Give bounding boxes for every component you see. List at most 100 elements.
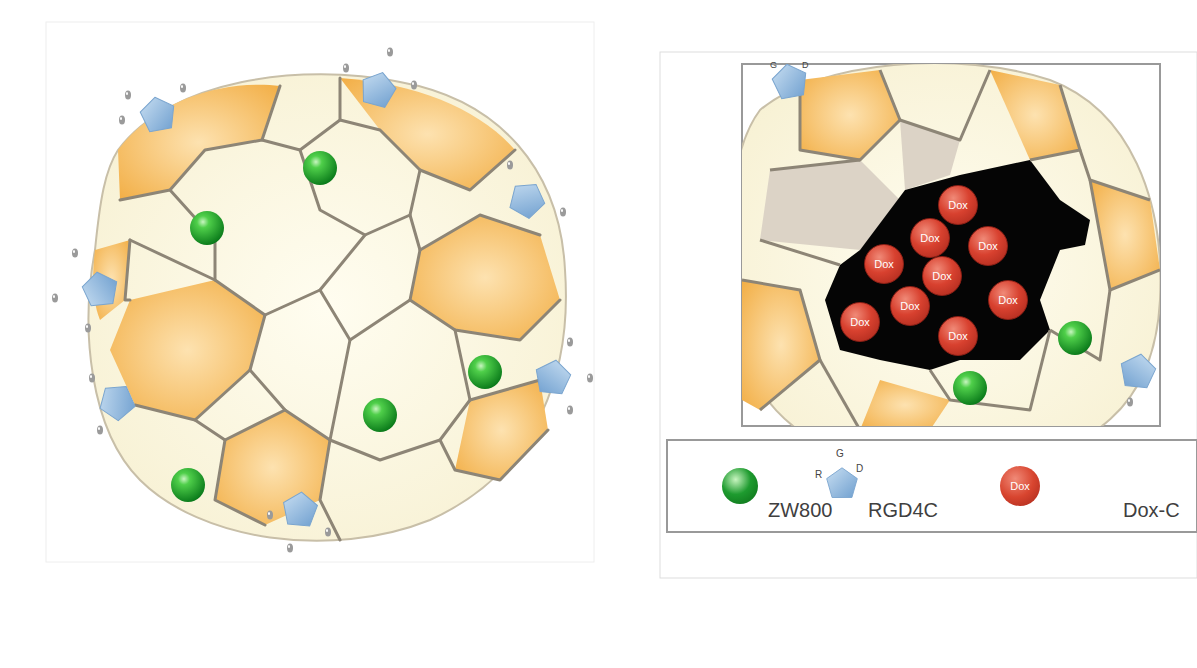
nanoparticle-shell [410, 215, 560, 340]
nanoparticle-shell [320, 440, 340, 540]
nanoparticle-shell [320, 290, 410, 340]
nanoparticle-shell [89, 74, 566, 540]
rgd4c-peptide [567, 338, 573, 347]
rgd4c-peptide [138, 94, 177, 132]
cutaway-particle [1030, 85, 1080, 160]
nanoparticle-shell [120, 86, 280, 200]
dox-particle: Dox [840, 302, 880, 342]
zw800-dye [171, 468, 205, 502]
rgd4c-peptide [79, 270, 117, 309]
legend-swatch [722, 468, 758, 504]
residue-letter: D [856, 464, 863, 474]
rgd4c-peptide [287, 544, 293, 553]
nanoparticle-shell [262, 78, 340, 150]
zw800-dye [171, 151, 502, 502]
legend-sample-label: Dox [1010, 481, 1030, 492]
rgd4c-peptide [119, 116, 125, 125]
right-frame [660, 52, 1197, 578]
cutaway-particle [900, 70, 990, 140]
rgd4c-peptide [85, 324, 91, 333]
cutaway-particle [742, 64, 1160, 426]
dox-particle: Dox [922, 256, 962, 296]
nanoparticle-shell [410, 215, 560, 340]
nanoparticle-shell [118, 85, 280, 200]
cutaway-particle [800, 70, 900, 160]
rgd4c-peptide [282, 491, 319, 527]
nanoparticle-shell [135, 370, 250, 420]
rgd4c-peptide [535, 358, 573, 397]
cutaway-particle [820, 360, 860, 426]
cutaway-particle [1090, 180, 1160, 290]
cutaway-particle [770, 64, 809, 100]
nanoparticle-shell [89, 74, 566, 540]
dox-particle: Dox [890, 286, 930, 326]
particle-label: Dox [998, 295, 1018, 306]
cutaway-particle [742, 280, 820, 410]
rgd4c-peptide [180, 84, 186, 93]
nanoparticle-shell [170, 190, 365, 315]
nanoparticle-shell [300, 150, 420, 235]
legend-frame [667, 440, 1197, 532]
cutaway-particle [1120, 352, 1158, 391]
rgd4c-peptide [325, 528, 331, 537]
rgd4c-peptide [505, 176, 551, 222]
residue-letter: G [836, 449, 844, 459]
zw800-dye [363, 398, 397, 432]
cutaway-particle [825, 160, 1090, 370]
rgd4c-peptide [97, 426, 103, 435]
legend-label: Dox-C [1123, 500, 1180, 520]
nanoparticle-shell [110, 280, 265, 420]
rgd4c-peptide [358, 68, 399, 109]
cutaway-particle [742, 280, 820, 410]
particle-label: Dox [932, 271, 952, 282]
particle-label: Dox [874, 259, 894, 270]
nanoparticle-shell [130, 240, 215, 280]
residue-letter: D [802, 61, 809, 70]
cutaway-particle [953, 371, 987, 405]
cutaway-particle [1090, 180, 1160, 290]
dox-particle: Dox [968, 226, 1008, 266]
legend-rgd4c-symbol [827, 468, 858, 498]
zw800-dye [303, 151, 337, 185]
zw800-dye [190, 211, 224, 245]
rgd4c-peptide [387, 48, 393, 57]
residue-letter: G [770, 61, 777, 70]
cutaway-particle [860, 380, 950, 426]
legend-label: ZW800 [768, 500, 832, 520]
cutaway-particle [760, 240, 840, 265]
dox-particle: Dox [938, 316, 978, 356]
particle-label: Dox [850, 317, 870, 328]
nanoparticle-shell [250, 315, 470, 460]
particle-label: Dox [900, 301, 920, 312]
legend-rgd4c-symbol [827, 468, 858, 498]
rgd4c-peptide [125, 91, 131, 100]
dox-particle: Dox [938, 185, 978, 225]
particle-label: Dox [948, 200, 968, 211]
rgd4c-peptide [411, 81, 417, 90]
cutaway-particle [800, 70, 900, 160]
left-frame [46, 22, 594, 562]
nanoparticle-shell [120, 78, 560, 540]
cutaway-particle [770, 160, 860, 170]
rgd4c-peptide [52, 294, 58, 303]
cutaway-particle [990, 70, 1080, 160]
nanoparticle-shell [195, 410, 285, 440]
cutaway-particle [1058, 321, 1092, 355]
rgd4c-peptide [587, 374, 593, 383]
dox-particle: Dox [910, 218, 950, 258]
rgd4c-peptide [267, 511, 273, 520]
rgd4c-peptide [567, 406, 573, 415]
rgd4c-peptide [343, 64, 349, 73]
nanoparticle-shell [420, 215, 540, 250]
particle-label: Dox [978, 241, 998, 252]
rgd4c-peptide [507, 161, 513, 170]
cutaway-particle [1127, 398, 1133, 407]
dox-particle: Dox [988, 280, 1028, 320]
dox-particle: Dox [864, 244, 904, 284]
nanoparticle-shell [125, 240, 130, 300]
rgd4c-peptide [52, 48, 593, 553]
nanoparticle-shell [440, 430, 548, 480]
residue-letter: R [815, 470, 822, 480]
